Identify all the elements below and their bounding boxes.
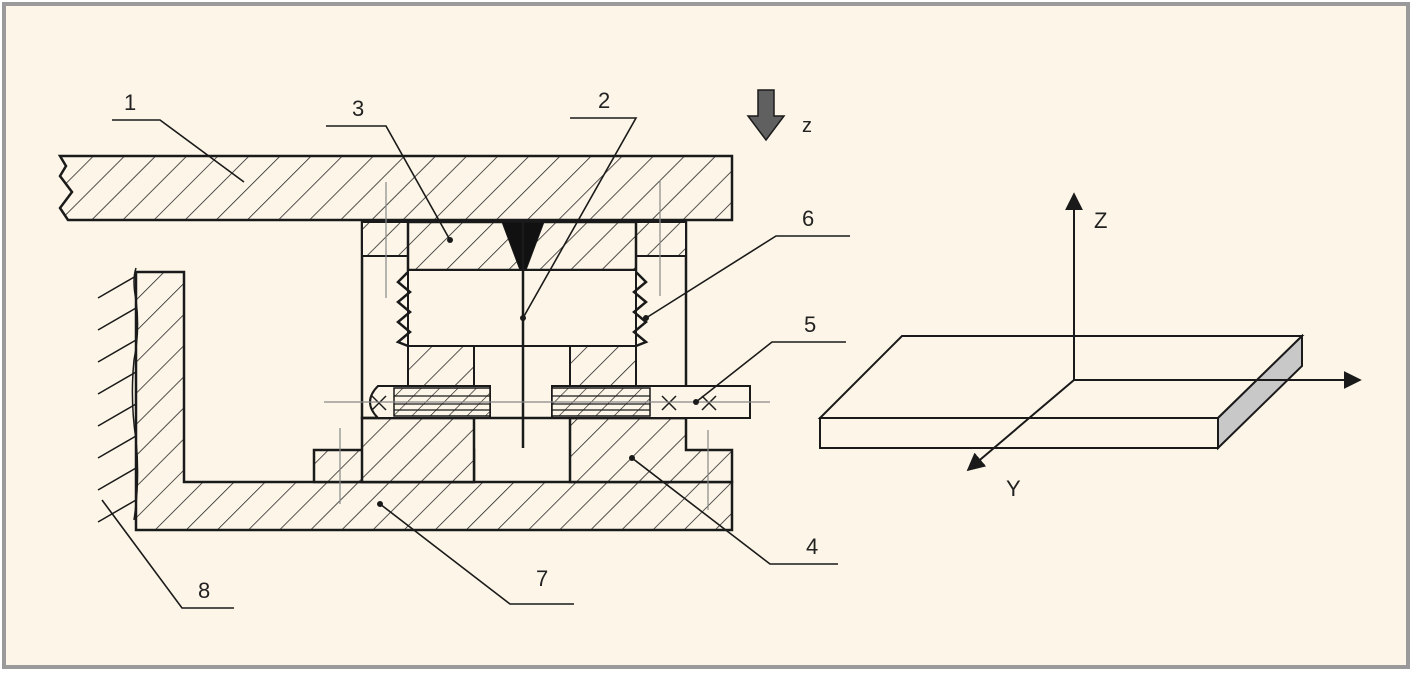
label-6: 6 [802, 206, 814, 231]
label-5: 5 [804, 312, 816, 337]
part-2-probe [501, 221, 545, 448]
z-axis-label: Z [1094, 208, 1107, 233]
part-6-bellows [395, 271, 649, 348]
leader-2 [522, 117, 638, 319]
leader-1 [112, 119, 245, 183]
sensor-body [360, 220, 688, 482]
y-axis-label: Y [1006, 476, 1021, 501]
label-7: 7 [536, 566, 548, 591]
y-axis [966, 379, 1075, 472]
label-2: 2 [598, 88, 610, 113]
leader-8 [101, 499, 234, 609]
part-1-top-plate [57, 154, 734, 222]
plate-with-axes [817, 192, 1362, 472]
leader-5 [695, 341, 846, 403]
leader-4 [631, 457, 838, 565]
label-4: 4 [806, 534, 818, 559]
callout-dots [377, 237, 699, 507]
leader-3 [326, 125, 451, 241]
callout-leaders [101, 117, 850, 609]
leader-6 [645, 235, 850, 319]
down-arrow-icon [746, 89, 786, 142]
label-8: 8 [198, 578, 210, 603]
label-1: 1 [124, 90, 136, 115]
label-3: 3 [352, 96, 364, 121]
load-direction-label: z [802, 115, 812, 137]
plate-side [1217, 333, 1303, 451]
plate-front [819, 417, 1219, 449]
leader-7 [379, 503, 574, 605]
